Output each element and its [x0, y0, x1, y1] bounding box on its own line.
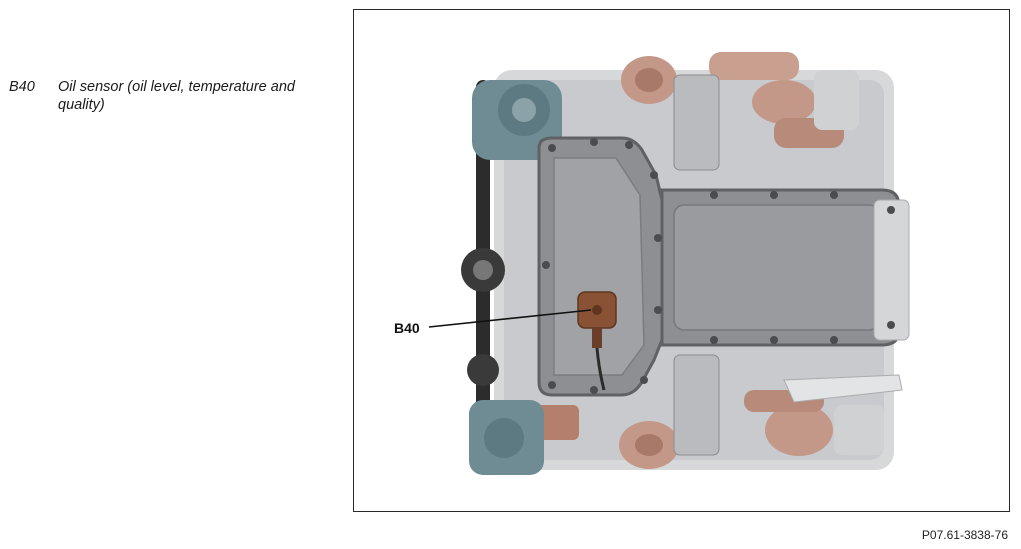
alternator	[472, 80, 562, 160]
oil-pan-left	[537, 136, 664, 397]
legend-description: Oil sensor (oil level, temperature and q…	[58, 79, 295, 113]
ac-compressor	[469, 400, 544, 475]
pan-bolts	[542, 138, 895, 394]
oil-sensor-b40	[577, 291, 617, 391]
engine-mount-bottom	[673, 354, 720, 456]
b40-callout: B40	[394, 309, 592, 336]
turbocharger-top	[621, 52, 859, 148]
accessory-belt	[461, 80, 505, 410]
exhaust-bracket-right	[783, 374, 903, 403]
figure-number: P07.61-3838-76	[921, 528, 1008, 542]
callout-label: B40	[394, 320, 420, 336]
legend-code: B40	[9, 79, 35, 95]
legend: B40 Oil sensor (oil level, temperature a…	[9, 78, 329, 114]
engine-mount-top	[673, 74, 720, 171]
engine-figure: B40	[353, 9, 1010, 512]
oil-pan-right	[660, 188, 910, 347]
legend-item-b40: B40 Oil sensor (oil level, temperature a…	[9, 78, 329, 114]
engine-illustration: B40	[394, 52, 910, 475]
